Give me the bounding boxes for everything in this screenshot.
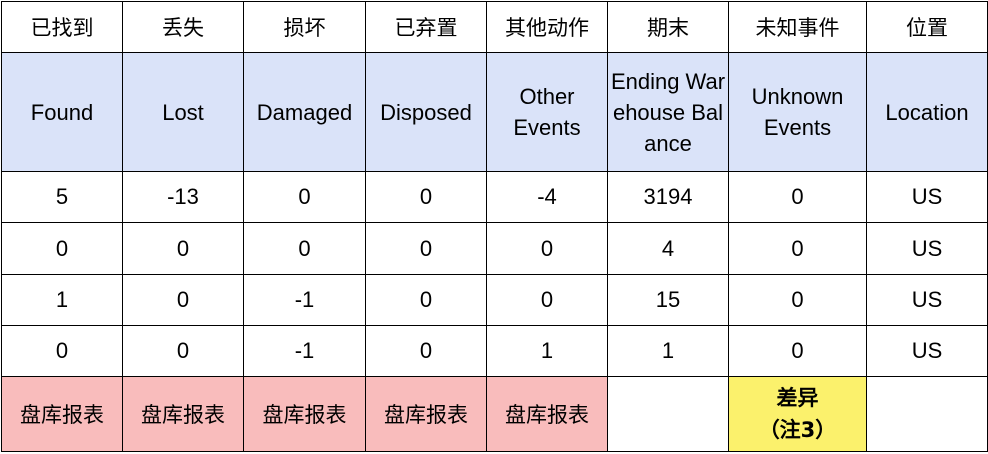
difference-label: 差异 <box>776 385 819 410</box>
table-row: 5 -13 0 0 -4 3194 0 US <box>1 171 988 224</box>
footer-difference-note: 差异 （注3） <box>728 375 867 453</box>
header-zh-damaged: 损坏 <box>243 0 366 54</box>
header-en-disposed: Disposed <box>365 52 487 173</box>
cell-other-events: -4 <box>486 171 608 224</box>
cell-unknown-events: 0 <box>728 273 867 326</box>
footer-row: 盘库报表 盘库报表 盘库报表 盘库报表 盘库报表 差异 （注3） <box>1 375 988 453</box>
table-row: 1 0 -1 0 0 15 0 US <box>1 273 988 326</box>
header-row-english: Found Lost Damaged Disposed Other Events… <box>1 52 988 173</box>
cell-lost: 0 <box>122 324 244 377</box>
cell-ending-balance: 4 <box>607 222 729 275</box>
header-zh-lost: 丢失 <box>122 0 244 54</box>
cell-found: 0 <box>1 222 123 275</box>
cell-damaged: 0 <box>243 222 366 275</box>
footer-source-found: 盘库报表 <box>1 375 123 453</box>
footer-empty-ending <box>607 375 729 453</box>
cell-found: 0 <box>1 324 123 377</box>
header-en-unknown-events: Unknown Events <box>728 52 867 173</box>
footer-source-other-events: 盘库报表 <box>486 375 608 453</box>
cell-found: 5 <box>1 171 123 224</box>
header-row-chinese: 已找到 丢失 损坏 已弃置 其他动作 期末 未知事件 位置 <box>1 0 988 54</box>
cell-damaged: -1 <box>243 273 366 326</box>
cell-location: US <box>866 324 988 377</box>
footer-source-lost: 盘库报表 <box>122 375 244 453</box>
cell-lost: 0 <box>122 222 244 275</box>
header-zh-location: 位置 <box>866 0 988 54</box>
table-row: 0 0 0 0 0 4 0 US <box>1 222 988 275</box>
header-en-other-events: Other Events <box>486 52 608 173</box>
cell-other-events: 0 <box>486 273 608 326</box>
cell-ending-balance: 15 <box>607 273 729 326</box>
cell-disposed: 0 <box>365 222 487 275</box>
cell-other-events: 1 <box>486 324 608 377</box>
header-en-damaged: Damaged <box>243 52 366 173</box>
cell-location: US <box>866 273 988 326</box>
header-zh-disposed: 已弃置 <box>365 0 487 54</box>
cell-damaged: 0 <box>243 171 366 224</box>
header-en-location: Location <box>866 52 988 173</box>
cell-unknown-events: 0 <box>728 171 867 224</box>
cell-lost: -13 <box>122 171 244 224</box>
cell-found: 1 <box>1 273 123 326</box>
footer-source-damaged: 盘库报表 <box>243 375 366 453</box>
cell-unknown-events: 0 <box>728 324 867 377</box>
header-en-ending-warehouse-balance: Ending Warehouse Balance <box>607 52 729 173</box>
cell-disposed: 0 <box>365 324 487 377</box>
cell-disposed: 0 <box>365 273 487 326</box>
cell-lost: 0 <box>122 273 244 326</box>
cell-location: US <box>866 171 988 224</box>
header-en-found: Found <box>1 52 123 173</box>
cell-ending-balance: 3194 <box>607 171 729 224</box>
cell-unknown-events: 0 <box>728 222 867 275</box>
header-zh-unknown-events: 未知事件 <box>728 0 867 54</box>
table-row: 0 0 -1 0 1 1 0 US <box>1 324 988 377</box>
cell-other-events: 0 <box>486 222 608 275</box>
header-en-lost: Lost <box>122 52 244 173</box>
footer-empty-location <box>866 375 988 453</box>
note-reference: （注3） <box>758 417 837 442</box>
header-zh-found: 已找到 <box>1 0 123 54</box>
footer-source-disposed: 盘库报表 <box>365 375 487 453</box>
cell-ending-balance: 1 <box>607 324 729 377</box>
cell-location: US <box>866 222 988 275</box>
header-zh-other-events: 其他动作 <box>486 0 608 54</box>
cell-damaged: -1 <box>243 324 366 377</box>
cell-disposed: 0 <box>365 171 487 224</box>
header-zh-ending: 期末 <box>607 0 729 54</box>
